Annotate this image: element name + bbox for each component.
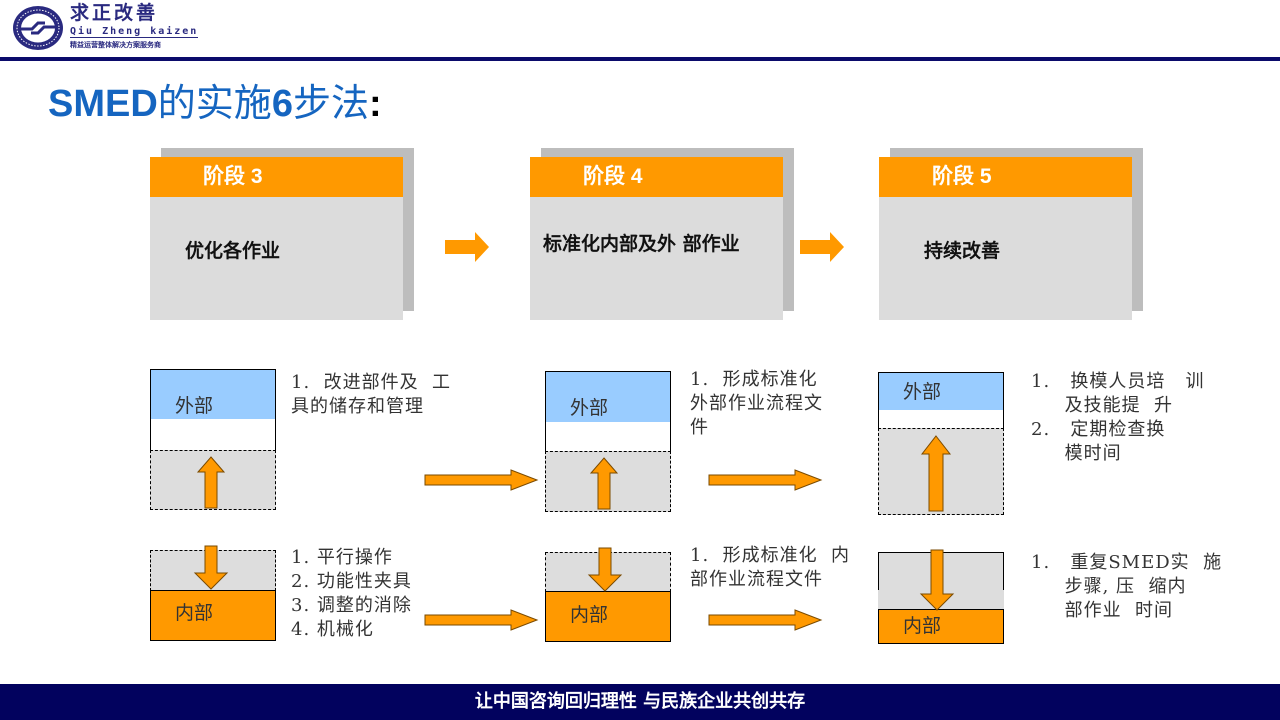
arrow-right-icon — [800, 232, 844, 262]
page-title: SMED的实施6步法: — [48, 80, 382, 127]
arrow-down-icon — [587, 547, 623, 592]
external-label: 外部 — [175, 395, 214, 417]
external-gap — [150, 419, 276, 451]
note-stage4-internal: 1. 形成标准化 内部作业流程文件 — [690, 544, 850, 592]
stage-label: 阶段 4 — [583, 165, 643, 188]
arrow-up-icon — [920, 435, 952, 512]
title-number: 6 — [271, 83, 293, 125]
arrow-right-icon — [424, 469, 539, 491]
stage-card-5: 阶段 5 持续改善 — [879, 148, 1143, 320]
note-line: 4. 机械化 — [291, 619, 374, 640]
internal-label: 内部 — [175, 602, 214, 624]
note-line: 模时间 — [1031, 443, 1122, 464]
stage-card-4: 阶段 4 标准化内部及外 部作业 — [530, 148, 794, 320]
stage-header: 阶段 4 — [530, 157, 783, 197]
external-gap — [545, 422, 671, 452]
note-stage5-internal: 1. 重复SMED实 施 步骤, 压 缩内 部作业 时间 — [1031, 551, 1222, 623]
note-line: 2. 定期检查换 — [1031, 419, 1166, 440]
note-line: 部作业流程文件 — [690, 569, 823, 590]
stage-header: 阶段 3 — [150, 157, 403, 197]
stage-description: 持续改善 — [924, 240, 1001, 262]
note-line: 2. 功能性夹具 — [291, 571, 412, 592]
note-line: 步骤, 压 缩内 — [1031, 576, 1187, 597]
arrow-right-icon — [424, 609, 539, 631]
brand-tagline: 精益运营整体解决方案服务商 — [70, 41, 161, 49]
arrow-down-icon — [919, 549, 955, 611]
note-stage3-internal: 1. 平行操作 2. 功能性夹具 3. 调整的消除 4. 机械化 — [291, 546, 412, 642]
note-line: 1. 形成标准化 — [690, 369, 818, 390]
stage-label: 阶段 3 — [203, 165, 263, 188]
header-divider — [0, 57, 1280, 61]
internal-block: 内部 — [150, 590, 276, 641]
note-stage5-external: 1. 换模人员培 训 及技能提 升 2. 定期检查换 模时间 — [1031, 370, 1205, 466]
stage-description: 标准化内部及外 部作业 — [543, 233, 740, 255]
card-body: 阶段 5 持续改善 — [879, 157, 1132, 320]
note-line: 1. 换模人员培 训 — [1031, 371, 1205, 392]
external-block: 外部 — [878, 372, 1004, 411]
internal-block: 内部 — [545, 591, 671, 642]
external-block: 外部 — [545, 371, 671, 423]
external-block: 外部 — [150, 369, 276, 420]
note-line: 及技能提 升 — [1031, 395, 1174, 416]
brand-name-en: Qiu Zheng kaizen — [70, 26, 199, 38]
footer-bar: 让中国咨询回归理性 与民族企业共创共存 — [0, 684, 1280, 720]
stage-description: 优化各作业 — [185, 240, 281, 262]
note-line: 1. 形成标准化 内 — [690, 545, 851, 566]
note-line: 件 — [690, 417, 709, 438]
note-line: 3. 调整的消除 — [291, 595, 412, 616]
note-stage3-external: 1. 改进部件及 工具的储存和管理 — [291, 371, 451, 419]
note-line: 具的储存和管理 — [291, 396, 424, 417]
note-line: 部作业 时间 — [1031, 600, 1174, 621]
arrow-right-icon — [445, 232, 489, 262]
footer-slogan: 让中国咨询回归理性 与民族企业共创共存 — [474, 691, 806, 712]
note-line: 外部作业流程文 — [690, 393, 823, 414]
internal-label: 内部 — [903, 615, 942, 637]
internal-label: 内部 — [570, 604, 609, 626]
note-line: 1. 改进部件及 工 — [291, 372, 452, 393]
arrow-right-icon — [708, 609, 823, 631]
brand-name-cn: 求正改善 — [70, 2, 159, 24]
external-gap — [878, 410, 1004, 429]
company-logo-icon — [13, 6, 63, 50]
title-prefix: SMED — [48, 83, 158, 125]
arrow-up-icon — [589, 457, 619, 510]
title-part2: 步法 — [292, 81, 369, 125]
stage-card-3: 阶段 3 优化各作业 — [150, 148, 414, 320]
stage-header: 阶段 5 — [879, 157, 1132, 197]
internal-block: 内部 — [878, 609, 1004, 644]
arrow-right-icon — [708, 469, 823, 491]
external-label: 外部 — [570, 397, 609, 419]
arrow-up-icon — [196, 456, 226, 509]
card-body: 阶段 4 标准化内部及外 部作业 — [530, 157, 783, 320]
note-stage4-external: 1. 形成标准化外部作业流程文件 — [690, 368, 823, 440]
card-body: 阶段 3 优化各作业 — [150, 157, 403, 320]
stage-label: 阶段 5 — [932, 165, 992, 188]
note-line: 1. 平行操作 — [291, 547, 393, 568]
external-label: 外部 — [903, 381, 942, 403]
title-colon: : — [368, 83, 382, 125]
arrow-down-icon — [193, 545, 229, 590]
title-part1: 的实施 — [157, 81, 272, 125]
note-line: 1. 重复SMED实 施 — [1031, 552, 1223, 573]
